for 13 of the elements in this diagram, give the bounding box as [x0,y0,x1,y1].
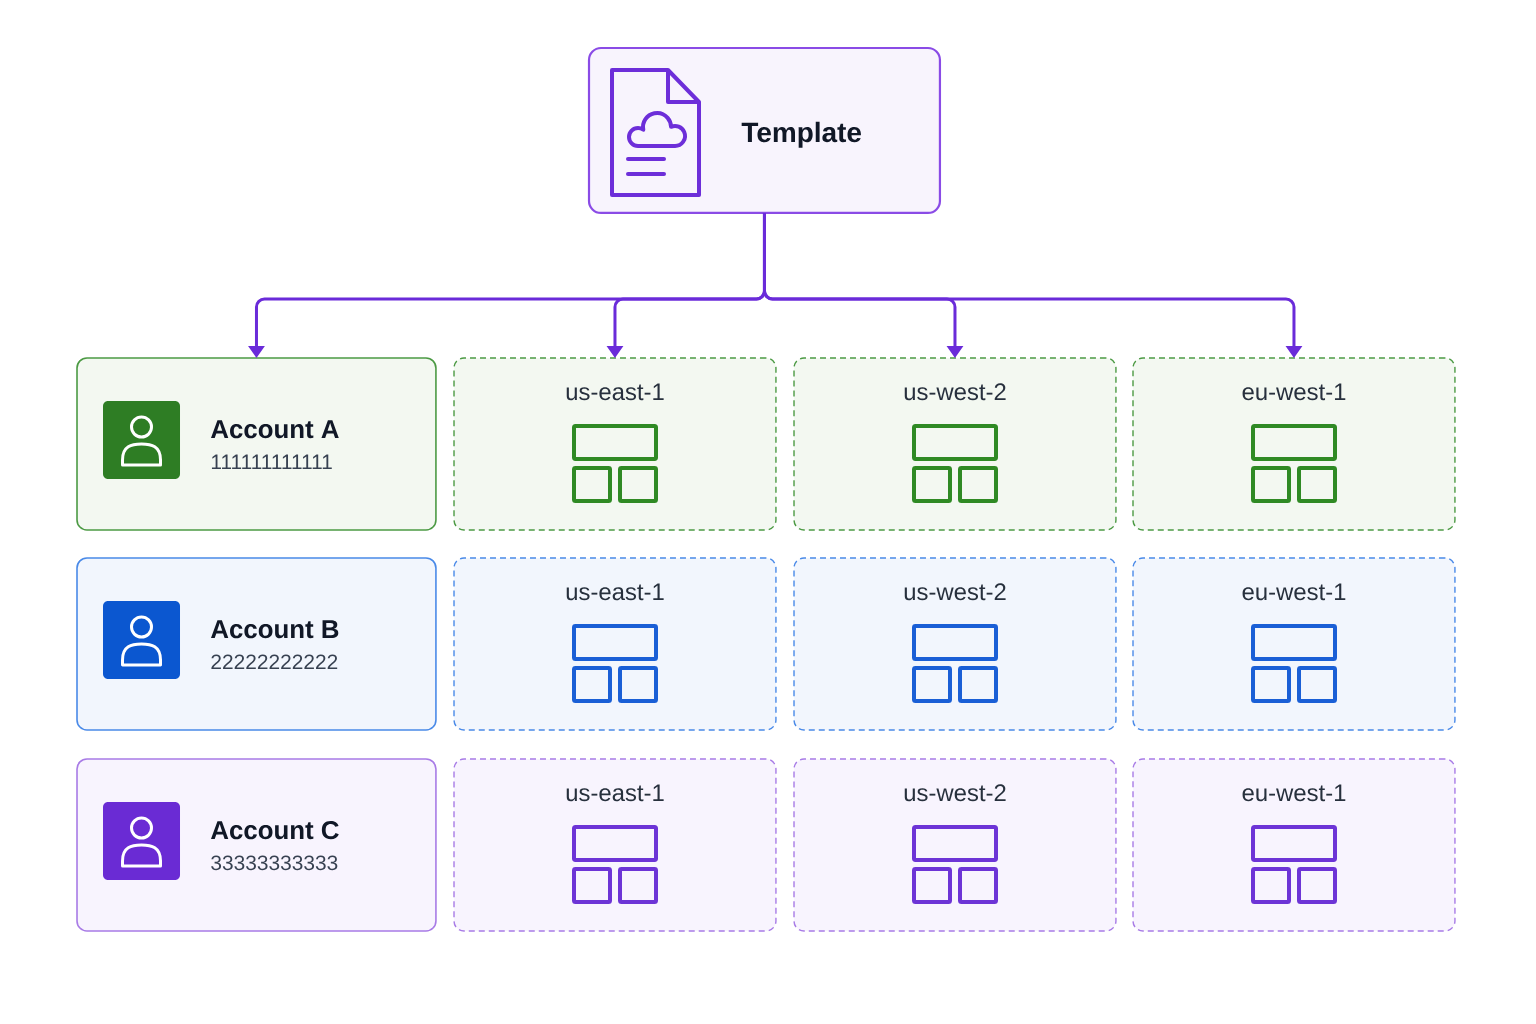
region-box: us-east-1 [453,758,777,932]
account-card: Account B 22222222222 [76,557,437,731]
region-box: eu-west-1 [1132,357,1456,531]
account-card: Account C 33333333333 [76,758,437,932]
region-box: eu-west-1 [1132,557,1456,731]
region-box: us-east-1 [453,557,777,731]
template-box: Template [587,46,942,215]
region-box: eu-west-1 [1132,758,1456,932]
account-card: Account A 111111111111 [76,357,437,531]
region-box: us-west-2 [793,557,1117,731]
region-box: us-east-1 [453,357,777,531]
region-box: us-west-2 [793,357,1117,531]
region-box: us-west-2 [793,758,1117,932]
